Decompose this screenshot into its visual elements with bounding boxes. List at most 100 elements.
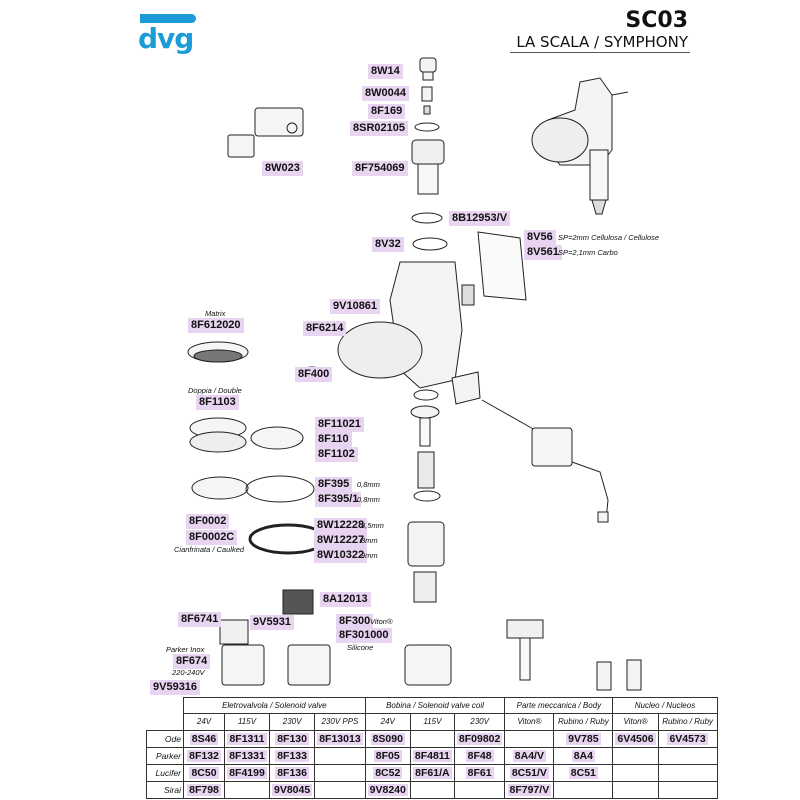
dvg-logo: dvg (138, 22, 194, 55)
cell-ode-n2[interactable]: 6V4573 (667, 732, 708, 745)
table-sub-header-row: 24V 115V 230V 230V PPS 24V 115V 230V Vit… (147, 713, 718, 731)
cell-lucifer-c3[interactable]: 8F61 (465, 766, 494, 779)
cell-parker-b1[interactable]: 8A4/V (512, 749, 546, 762)
part-label-8F110[interactable]: 8F110 (315, 432, 352, 447)
col-c1: 24V (364, 713, 411, 731)
part-label-8F301000[interactable]: 8F301000 (336, 628, 392, 643)
part-label-8B12953V[interactable]: 8B12953/V (449, 211, 511, 226)
note-8W12227: 8mm (361, 536, 378, 545)
part-label-8F0002[interactable]: 8F0002 (186, 514, 230, 529)
cell-ode-c1[interactable]: 8S090 (370, 732, 405, 745)
table-row-sirai: Sirai 8F798 9V8045 9V8240 8F797/V (146, 780, 718, 799)
part-label-8F11021[interactable]: 8F11021 (315, 417, 364, 432)
cell-lucifer-c1[interactable]: 8C52 (373, 766, 403, 779)
part-label-9V5931[interactable]: 9V5931 (250, 615, 294, 630)
col-s3: 230V (268, 713, 316, 731)
part-label-8V32[interactable]: 8V32 (372, 237, 404, 252)
part-label-8F674[interactable]: 8F674 (173, 654, 211, 669)
cell-lucifer-s4 (314, 763, 366, 782)
table-row-parker: Parker 8F132 8F1331 8F133 8F05 8F4811 8F… (146, 746, 718, 765)
part-label-8F400[interactable]: 8F400 (295, 367, 333, 382)
cell-parker-s3[interactable]: 8F133 (275, 749, 309, 762)
cell-parker-c3[interactable]: 8F48 (465, 749, 494, 762)
note-viton: Viton® (370, 617, 393, 626)
title-divider (510, 52, 690, 53)
part-label-8F395[interactable]: 8F395 (315, 477, 353, 492)
part-label-8W12228[interactable]: 8W12228 (314, 518, 368, 533)
cell-parker-s1[interactable]: 8F132 (187, 749, 221, 762)
cell-sirai-b1[interactable]: 8F797/V (507, 783, 552, 796)
row-name-ode: Ode (146, 729, 184, 748)
cell-lucifer-s2[interactable]: 8F4199 (227, 766, 267, 779)
row-name-parker: Parker (146, 746, 184, 765)
cell-ode-n1[interactable]: 6V4506 (615, 732, 656, 745)
part-label-8V561[interactable]: 8V561 (524, 245, 562, 260)
cell-sirai-n1 (612, 780, 659, 799)
cell-sirai-b2 (553, 780, 614, 799)
cell-lucifer-c2[interactable]: 8F61/A (413, 766, 452, 779)
part-label-8F1103[interactable]: 8F1103 (196, 395, 239, 410)
central-parts-stack (411, 57, 448, 251)
side-solenoid-drawing (451, 371, 609, 523)
part-label-8V56[interactable]: 8V56 (524, 230, 556, 245)
part-label-8F612020[interactable]: 8F612020 (188, 318, 244, 333)
part-label-8F0002C[interactable]: 8F0002C (186, 530, 238, 545)
cell-lucifer-b1[interactable]: 8C51/V (509, 766, 549, 779)
cell-parker-s2[interactable]: 8F1331 (227, 749, 267, 762)
part-label-8F300[interactable]: 8F300 (336, 614, 374, 629)
group-body-drawing (337, 261, 475, 389)
cell-sirai-s3[interactable]: 9V8045 (272, 783, 313, 796)
part-label-8W0044[interactable]: 8W0044 (362, 86, 409, 101)
note-8F3951: 0,8mm (357, 495, 380, 504)
cell-sirai-n2 (657, 780, 718, 799)
note-8F395: 0,8mm (357, 480, 380, 489)
note-silicone: Silicone (347, 643, 374, 652)
part-label-8F6741[interactable]: 8F6741 (178, 612, 222, 627)
cell-lucifer-s1[interactable]: 8C50 (189, 766, 219, 779)
part-label-8SR02105[interactable]: 8SR02105 (350, 121, 408, 136)
coil-drawing (227, 107, 304, 158)
part-label-8F3951[interactable]: 8F395/1 (315, 492, 362, 507)
note-caulked: Cianfrinata / Caulked (174, 545, 245, 554)
group-body: Parte meccanica / Body (504, 697, 614, 714)
part-label-9V10861[interactable]: 9V10861 (330, 299, 381, 314)
table-row-ode: Ode 8S46 8F1311 8F130 8F13013 8S090 8F09… (146, 729, 718, 748)
part-label-8F1102[interactable]: 8F1102 (315, 447, 358, 462)
cell-parker-c1[interactable]: 8F05 (373, 749, 402, 762)
cell-sirai-s2 (224, 780, 270, 799)
part-label-8W10322[interactable]: 8W10322 (314, 548, 368, 563)
part-label-8F169[interactable]: 8F169 (368, 104, 406, 119)
cell-sirai-s1[interactable]: 8F798 (187, 783, 221, 796)
col-s2: 115V (224, 713, 270, 731)
col-s1: 24V (183, 713, 225, 731)
cell-lucifer-b2[interactable]: 8C51 (568, 766, 598, 779)
cell-sirai-c2 (409, 780, 455, 799)
row-name-sirai: Sirai (146, 780, 184, 799)
part-label-8F6214[interactable]: 8F6214 (303, 321, 347, 336)
cell-parker-b2[interactable]: 8A4 (571, 749, 595, 762)
cell-ode-s2[interactable]: 8F1311 (227, 732, 267, 745)
cell-lucifer-s3[interactable]: 8F136 (275, 766, 309, 779)
model-subtitle: LA SCALA / SYMPHONY (516, 33, 688, 51)
cell-sirai-c1[interactable]: 9V8240 (367, 783, 408, 796)
cell-ode-c2 (409, 729, 455, 748)
part-label-8W12227[interactable]: 8W12227 (314, 533, 368, 548)
cell-ode-s4[interactable]: 8F13013 (317, 732, 363, 745)
part-label-8F754069[interactable]: 8F754069 (352, 161, 408, 176)
cell-ode-b2[interactable]: 9V785 (566, 732, 601, 745)
cell-ode-s1[interactable]: 8S46 (189, 732, 219, 745)
group-head-assembled (531, 77, 629, 215)
part-label-8W023[interactable]: 8W023 (262, 161, 303, 176)
part-label-8W14[interactable]: 8W14 (368, 64, 403, 79)
part-label-8A12013[interactable]: 8A12013 (320, 592, 371, 607)
cell-parker-c2[interactable]: 8F4811 (412, 749, 452, 762)
table-row-lucifer: Lucifer 8C50 8F4199 8F136 8C52 8F61/A 8F… (146, 763, 718, 782)
cell-lucifer-n1 (612, 763, 659, 782)
cell-ode-s3[interactable]: 8F130 (275, 732, 309, 745)
part-label-9V59316[interactable]: 9V59316 (150, 680, 201, 695)
cell-parker-n1 (612, 746, 659, 765)
col-n1: Viton® (612, 713, 659, 731)
table-group-header-row: Eletrovalvola / Solenoid valve Bobina / … (147, 697, 718, 714)
col-b1: Viton® (504, 713, 555, 731)
cell-ode-c3[interactable]: 8F09802 (456, 732, 503, 745)
